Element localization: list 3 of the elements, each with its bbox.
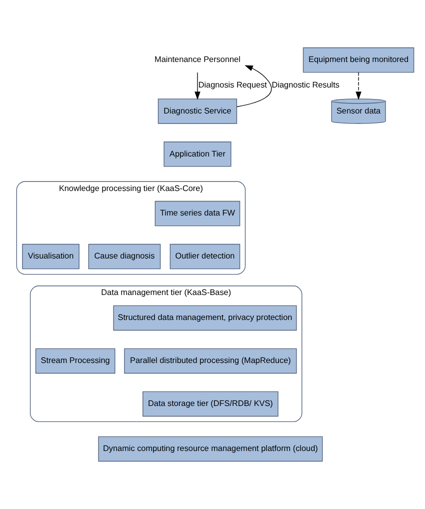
arrow [236,65,272,108]
arrow [356,72,362,100]
arrow [194,72,200,100]
